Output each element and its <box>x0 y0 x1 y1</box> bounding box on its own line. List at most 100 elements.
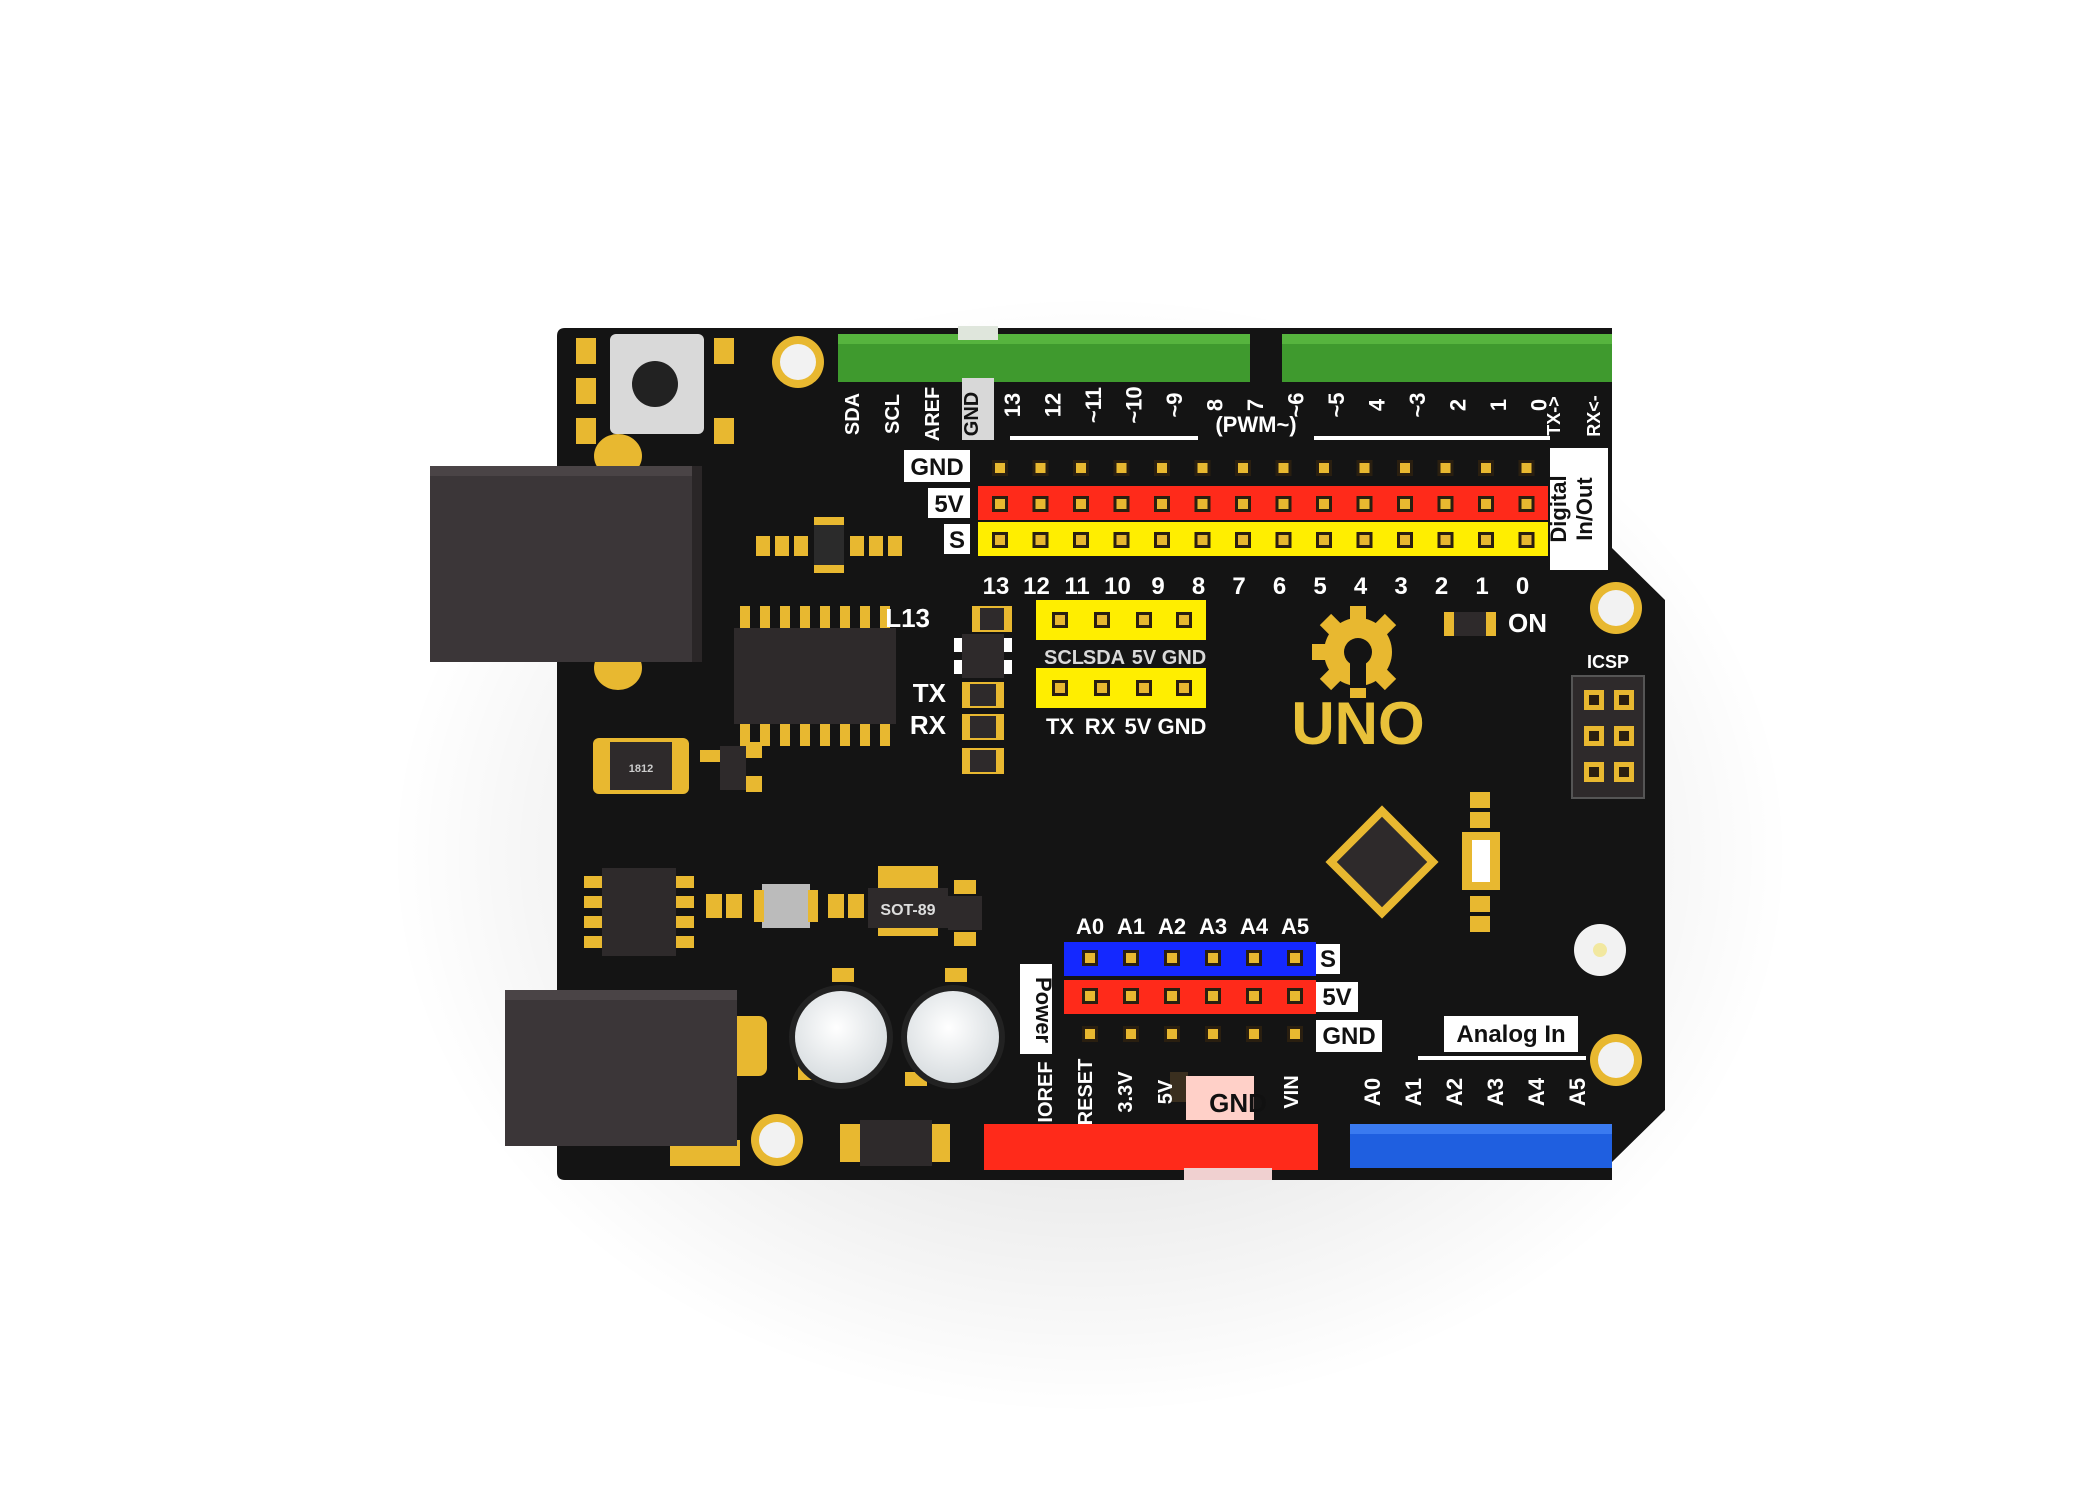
mounting-holes <box>751 336 1642 1166</box>
icsp-pin-hole <box>1619 767 1629 777</box>
analog-pin-gold <box>1208 991 1218 1001</box>
analog-block-label: A2 <box>1158 914 1186 939</box>
pin-gold <box>1116 499 1127 509</box>
pin-gold <box>1238 499 1248 509</box>
pin-gold <box>995 535 1005 545</box>
pin-gold <box>1319 463 1329 473</box>
uart-pin-gold <box>1097 683 1107 693</box>
analog-pin-gold <box>1126 953 1136 963</box>
pin-gold <box>1319 535 1329 545</box>
i2c-label: SCL <box>1044 647 1084 669</box>
top-digital-label: 7 <box>1243 399 1268 411</box>
pin-gold <box>1116 463 1127 473</box>
diode <box>840 1120 950 1166</box>
analog-header-label: A2 <box>1442 1078 1467 1106</box>
gear-tooth <box>1319 613 1346 640</box>
top-digital-label: ~11 <box>1081 387 1106 423</box>
top-digital-label: 0 <box>1527 399 1552 411</box>
capacitors <box>789 968 1005 1089</box>
power-pin-label: GND <box>1209 1088 1267 1118</box>
pin-gold <box>1035 535 1046 545</box>
row-label-5v: 5V <box>934 491 963 518</box>
analog-pin-gold <box>1085 1029 1095 1039</box>
rx-pin-label: RX<- <box>1584 395 1604 437</box>
mounting-hole-dot <box>1593 943 1607 957</box>
icsp-pin-hole <box>1589 731 1599 741</box>
gnd-highlight-top <box>962 378 994 440</box>
top-pin-label: SCL <box>882 394 904 434</box>
pwm-label: (PWM~) <box>1215 412 1296 437</box>
analog-pin-gold <box>1290 991 1300 1001</box>
gear-tooth <box>1312 644 1332 660</box>
gear-tooth <box>1350 606 1366 626</box>
analog-in-title: Analog In <box>1456 1021 1565 1048</box>
power-side-label: Power <box>1031 977 1056 1043</box>
power-pin-label: 3.3V <box>1115 1071 1137 1113</box>
pin-gold <box>1076 535 1086 545</box>
usb-serial-chip <box>734 606 896 746</box>
pin-gold <box>1440 499 1451 509</box>
digital-number: 2 <box>1435 573 1448 600</box>
row-label-gnd: GND <box>910 454 963 481</box>
l13-label: L13 <box>885 603 930 633</box>
pin-gold <box>1157 463 1167 473</box>
top-digital-label: 4 <box>1365 398 1390 411</box>
top-digital-label: 8 <box>1203 399 1228 411</box>
smd-components <box>756 517 902 573</box>
pin-gold <box>1481 535 1491 545</box>
pin-gold <box>1278 535 1289 545</box>
i2c-label: 5V <box>1132 647 1157 669</box>
top-digital-label: 13 <box>1000 393 1025 417</box>
power-pin-label: IOREF <box>1035 1061 1057 1122</box>
digital-number: 12 <box>1023 573 1050 600</box>
analog-pin-gold <box>1167 1029 1177 1039</box>
analog-pin-gold <box>1208 953 1218 963</box>
pwm-label-bg <box>1198 422 1314 442</box>
power-pin-label: 5V <box>1155 1079 1177 1104</box>
icsp-pin-hole <box>1589 695 1599 705</box>
digital-number: 13 <box>983 573 1010 600</box>
i2c-pin-gold <box>1179 615 1189 625</box>
analog-pin-gold <box>1126 1029 1136 1039</box>
uart-pin-gold <box>1055 683 1065 693</box>
analog-header-label: A1 <box>1401 1078 1426 1106</box>
analog-block-label: A5 <box>1281 914 1309 939</box>
pin-gold <box>1521 535 1532 545</box>
on-led-label: ON <box>1508 608 1547 638</box>
i2c-label: GND <box>1162 647 1206 669</box>
gear-tooth <box>1319 664 1346 691</box>
analog-row-label-5v: 5V <box>1322 984 1351 1011</box>
pin-gold <box>1197 535 1208 545</box>
digital-number: 5 <box>1313 573 1326 600</box>
digital-number: 4 <box>1354 573 1368 600</box>
top-digital-label: ~10 <box>1122 386 1147 423</box>
analog-pin-gold <box>1290 953 1300 963</box>
crystal <box>1462 792 1500 932</box>
uart-label: 5V <box>1125 714 1152 739</box>
pin-gold <box>1157 535 1167 545</box>
analog-header-label: A4 <box>1524 1077 1549 1106</box>
top-pin-label: AREF <box>922 387 944 441</box>
i2c-pin-gold <box>1097 615 1107 625</box>
gear-tooth <box>1370 613 1397 640</box>
analog-pin-gold <box>1249 1029 1259 1039</box>
inductor: 1812 <box>593 738 762 794</box>
digital-row-labels: GND 5V S <box>904 450 970 554</box>
status-leds: L13 TX RX ON <box>885 603 1547 774</box>
pin-gold <box>1116 535 1127 545</box>
pin-gold <box>1076 463 1086 473</box>
uart-pin-gold <box>1179 683 1189 693</box>
pin-gold <box>1400 463 1410 473</box>
digital-number: 6 <box>1273 573 1286 600</box>
digital-number: 0 <box>1516 573 1529 600</box>
power-pin-label: RESET <box>1075 1059 1097 1126</box>
icsp-pin-hole <box>1619 731 1629 741</box>
pin-gold <box>1521 463 1532 473</box>
tx-led-label: TX <box>913 678 947 708</box>
